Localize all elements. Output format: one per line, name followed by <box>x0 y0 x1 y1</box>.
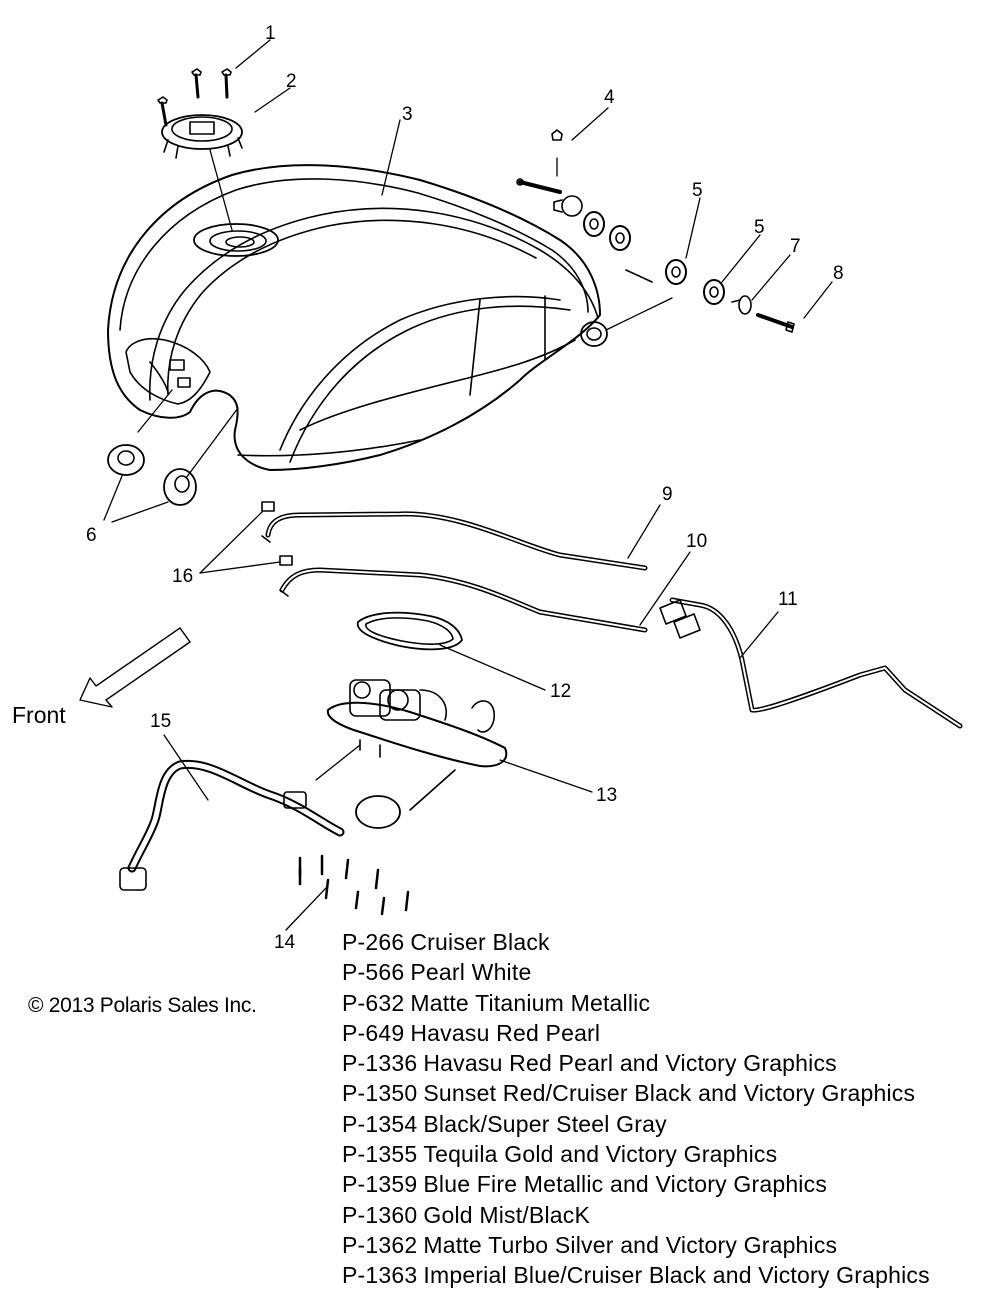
callout-4: 4 <box>604 87 615 108</box>
callout-15: 15 <box>150 711 171 732</box>
fuel-tank <box>107 164 608 471</box>
color-description: Cruiser Black <box>410 929 550 955</box>
callout-7: 7 <box>790 236 801 257</box>
callout-8: 8 <box>833 263 844 284</box>
callout-16: 16 <box>172 566 193 587</box>
callout-1: 1 <box>265 23 276 44</box>
callout-5b: 5 <box>754 217 765 238</box>
color-description: Tequila Gold and Victory Graphics <box>423 1141 778 1168</box>
callout-13: 13 <box>596 785 617 806</box>
callout-5a: 5 <box>692 180 703 201</box>
color-code: P-1336 <box>342 1050 418 1077</box>
callout-12: 12 <box>550 681 571 702</box>
copyright-notice: © 2013 Polaris Sales Inc. <box>28 994 257 1017</box>
color-description: Matte Turbo Silver and Victory Graphics <box>423 1231 838 1258</box>
fuel-pump-assembly <box>326 679 508 829</box>
color-code: P-632 <box>342 989 405 1016</box>
callout-numbers: 1 2 3 4 5 5 7 8 6 9 10 11 12 13 15 16 14 <box>86 23 844 953</box>
front-direction-arrow <box>79 627 191 708</box>
callout-11: 11 <box>778 589 798 610</box>
callout-2: 2 <box>286 71 297 92</box>
color-code: P-1350 <box>342 1080 418 1107</box>
color-description: Gold Mist/BlacK <box>423 1201 590 1228</box>
color-code: P-1355 <box>342 1141 418 1168</box>
color-code: P-566 <box>342 959 405 986</box>
callout-10: 10 <box>686 531 707 552</box>
pump-gasket <box>357 611 463 651</box>
grommets <box>107 444 197 506</box>
callout-9: 9 <box>662 484 673 505</box>
color-code: P-1360 <box>342 1201 418 1228</box>
color-description: Black/Super Steel Gray <box>423 1110 667 1137</box>
color-code: P-1363 <box>342 1262 418 1289</box>
vent-lines <box>261 501 648 633</box>
pump-screws <box>298 854 410 916</box>
color-description: Sunset Red/Cruiser Black and Victory Gra… <box>423 1080 916 1107</box>
color-description: Matte Titanium Metallic <box>410 989 651 1016</box>
overflow-tube <box>659 597 963 729</box>
rear-mount-hardware <box>516 129 795 333</box>
callout-6: 6 <box>86 525 97 546</box>
callout-3: 3 <box>402 104 413 125</box>
color-code: P-649 <box>342 1019 405 1046</box>
color-code: P-266 <box>342 929 405 955</box>
color-code: P-1362 <box>342 1231 418 1258</box>
leader-lines <box>103 39 833 931</box>
color-code: P-1354 <box>342 1110 418 1137</box>
cap-screws <box>157 68 232 127</box>
color-description: Havasu Red Pearl and Victory Graphics <box>423 1050 837 1077</box>
color-code: P-1359 <box>342 1171 418 1198</box>
color-description: Havasu Red Pearl <box>410 1019 601 1046</box>
color-description: Imperial Blue/Cruiser Black and Victory … <box>423 1262 930 1289</box>
fuel-hose <box>119 759 345 891</box>
color-description: Pearl White <box>410 959 532 986</box>
callout-14: 14 <box>274 932 296 953</box>
fuel-cap <box>161 114 243 159</box>
color-description: Blue Fire Metallic and Victory Graphics <box>423 1171 828 1198</box>
front-label: Front <box>12 702 66 728</box>
